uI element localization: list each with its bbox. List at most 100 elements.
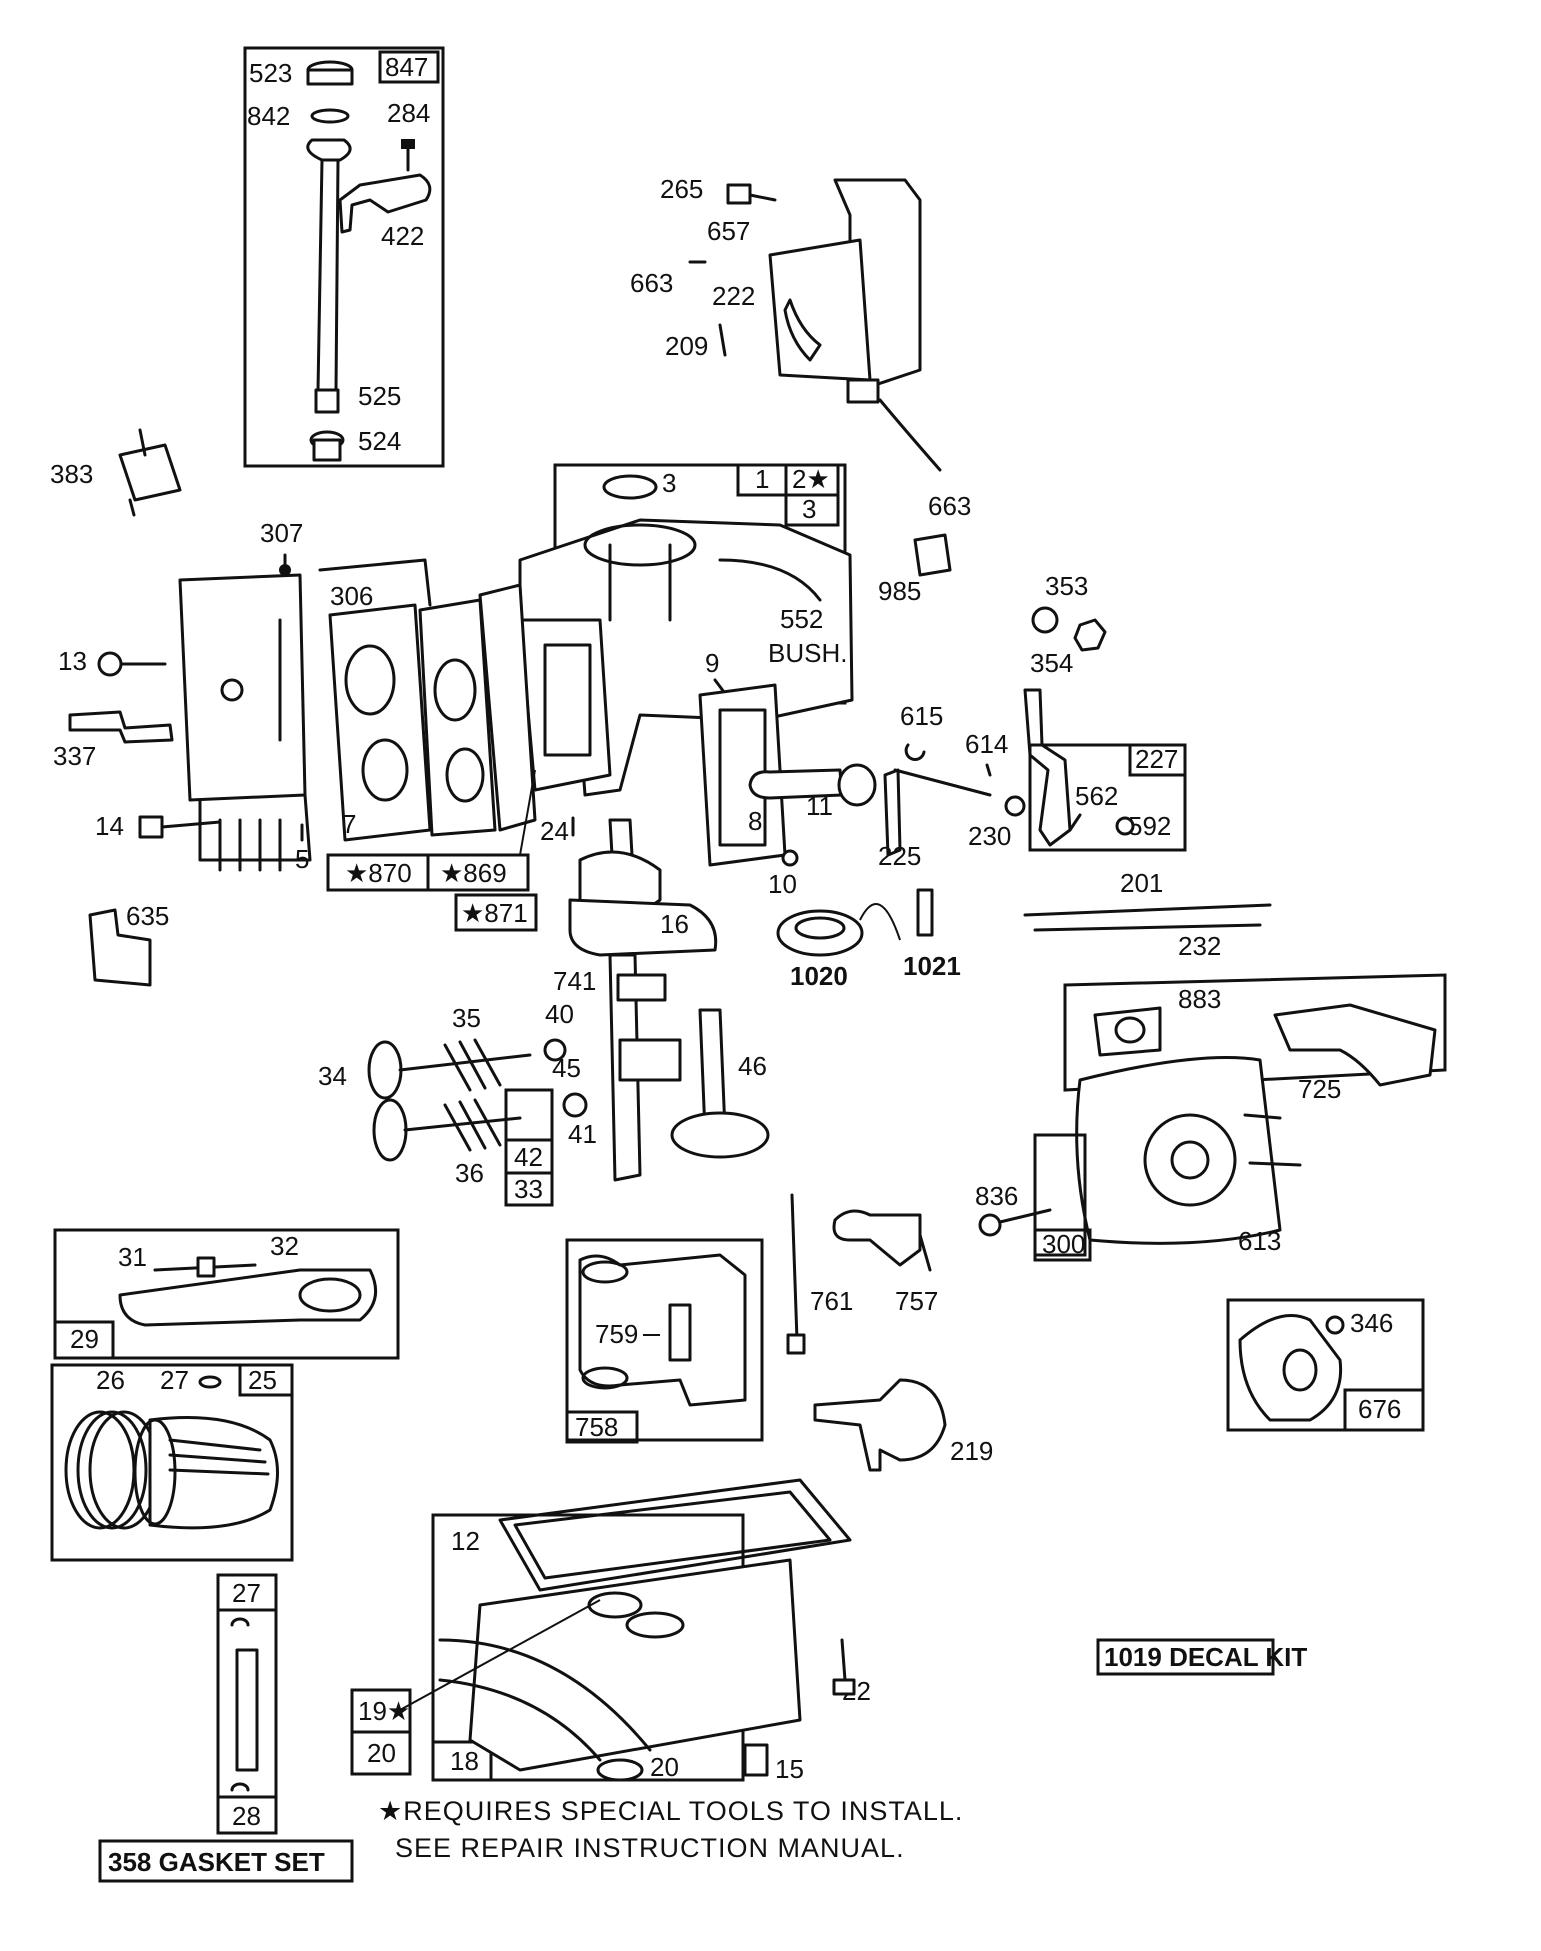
- label-985: 985: [878, 576, 921, 606]
- label-40: 40: [545, 999, 574, 1029]
- label-1: 1: [755, 464, 769, 494]
- label-2: 2★: [792, 464, 830, 494]
- label-bush: BUSH.: [768, 638, 847, 668]
- label-209: 209: [665, 331, 708, 361]
- label-27-gasket: 27: [232, 1578, 261, 1608]
- label-3: 3: [662, 468, 676, 498]
- label-28: 28: [232, 1801, 261, 1831]
- label-869: ★869: [440, 858, 507, 888]
- label-725: 725: [1298, 1074, 1341, 1104]
- label-615: 615: [900, 701, 943, 731]
- label-524: 524: [358, 426, 401, 456]
- note-repair-manual: SEE REPAIR INSTRUCTION MANUAL.: [395, 1833, 905, 1863]
- control-bracket-group: 265 657 663 222 209 663: [630, 174, 971, 521]
- label-847: 847: [385, 52, 428, 82]
- label-27: 27: [160, 1365, 189, 1395]
- label-663-top: 663: [630, 268, 673, 298]
- sump-group: 18 12 22 20 15 19★ 20: [350, 1478, 871, 1784]
- label-26: 26: [96, 1365, 125, 1395]
- label-35: 35: [452, 1003, 481, 1033]
- label-306: 306: [330, 581, 373, 611]
- label-29: 29: [70, 1324, 99, 1354]
- label-657: 657: [707, 216, 750, 246]
- label-8: 8: [748, 806, 762, 836]
- label-12: 12: [451, 1526, 480, 1556]
- label-18: 18: [450, 1746, 479, 1776]
- label-219: 219: [950, 1436, 993, 1466]
- governor-parts-group: 761 757 758 759 219 676 346: [565, 1193, 1425, 1472]
- governor-linkage-group: 353 354 227 562 592 615 614 225 230 201 …: [878, 571, 1272, 961]
- valves-group: 35 40 34 45 46 41 36 42 33: [318, 999, 770, 1207]
- label-552: 552: [780, 604, 823, 634]
- label-11: 11: [806, 791, 833, 821]
- label-13: 13: [58, 646, 87, 676]
- label-1021: 1021: [903, 951, 961, 981]
- label-201: 201: [1120, 868, 1163, 898]
- label-284: 284: [387, 98, 430, 128]
- label-32: 32: [270, 1231, 299, 1261]
- label-523: 523: [249, 58, 292, 88]
- seal-group: 1020 1021: [776, 888, 961, 991]
- label-883: 883: [1178, 984, 1221, 1014]
- label-36: 36: [455, 1158, 484, 1188]
- label-337: 337: [53, 741, 96, 771]
- label-10: 10: [768, 869, 797, 899]
- gasket-set-group: 27 28 358 GASKET SET: [98, 1573, 354, 1883]
- label-31: 31: [118, 1242, 147, 1272]
- label-663-lower: 663: [928, 491, 971, 521]
- label-842: 842: [247, 101, 290, 131]
- label-870: ★870: [345, 858, 412, 888]
- breather-group: 9 8 11 10: [698, 648, 877, 899]
- label-16: 16: [660, 909, 689, 939]
- label-42: 42: [514, 1142, 543, 1172]
- part-985: 985: [878, 533, 952, 606]
- note-special-tools: ★REQUIRES SPECIAL TOOLS TO INSTALL.: [378, 1796, 963, 1826]
- label-41: 41: [568, 1119, 597, 1149]
- label-227: 227: [1135, 744, 1178, 774]
- piston-group: 25 26 27: [50, 1363, 294, 1562]
- muffler-group: 883 725 836 300 613: [975, 973, 1447, 1262]
- label-19: 19★: [358, 1696, 410, 1726]
- label-222: 222: [712, 281, 755, 311]
- label-1020: 1020: [790, 961, 848, 991]
- label-34: 34: [318, 1061, 347, 1091]
- label-562: 562: [1075, 781, 1118, 811]
- label-265: 265: [660, 174, 703, 204]
- label-354: 354: [1030, 648, 1073, 678]
- label-871: ★871: [461, 898, 528, 928]
- decal-kit-group: 1019 DECAL KIT: [1096, 1638, 1307, 1676]
- label-5: 5: [295, 844, 309, 874]
- label-24: 24: [540, 816, 569, 846]
- part-383: 383: [50, 428, 182, 517]
- label-7: 7: [342, 809, 356, 839]
- label-836: 836: [975, 1181, 1018, 1211]
- crankshaft-group: 16 741: [553, 818, 718, 1182]
- label-676: 676: [1358, 1394, 1401, 1424]
- label-225: 225: [878, 841, 921, 871]
- decal-kit-label: 1019 DECAL KIT: [1104, 1642, 1307, 1672]
- gasket-set-label: 358 GASKET SET: [108, 1847, 325, 1877]
- label-525: 525: [358, 381, 401, 411]
- cylinder-block-group: 1 2★ 3 3 552 BUSH. 306 307 7 308: [53, 463, 854, 932]
- label-46: 46: [738, 1051, 767, 1081]
- label-33: 33: [514, 1174, 543, 1204]
- label-346: 346: [1350, 1308, 1393, 1338]
- label-307: 307: [260, 518, 303, 548]
- label-613: 613: [1238, 1226, 1281, 1256]
- label-25: 25: [248, 1365, 277, 1395]
- label-20-sump: 20: [650, 1752, 679, 1782]
- part-635: 635: [88, 901, 169, 987]
- label-383: 383: [50, 459, 93, 489]
- label-45: 45: [552, 1053, 581, 1083]
- label-9: 9: [705, 648, 719, 678]
- label-759: 759: [595, 1319, 638, 1349]
- label-422: 422: [381, 221, 424, 251]
- label-741: 741: [553, 966, 596, 996]
- label-758: 758: [575, 1412, 618, 1442]
- label-230: 230: [968, 821, 1011, 851]
- label-3-box: 3: [802, 494, 816, 524]
- label-761: 761: [810, 1286, 853, 1316]
- label-614: 614: [965, 729, 1008, 759]
- label-232: 232: [1178, 931, 1221, 961]
